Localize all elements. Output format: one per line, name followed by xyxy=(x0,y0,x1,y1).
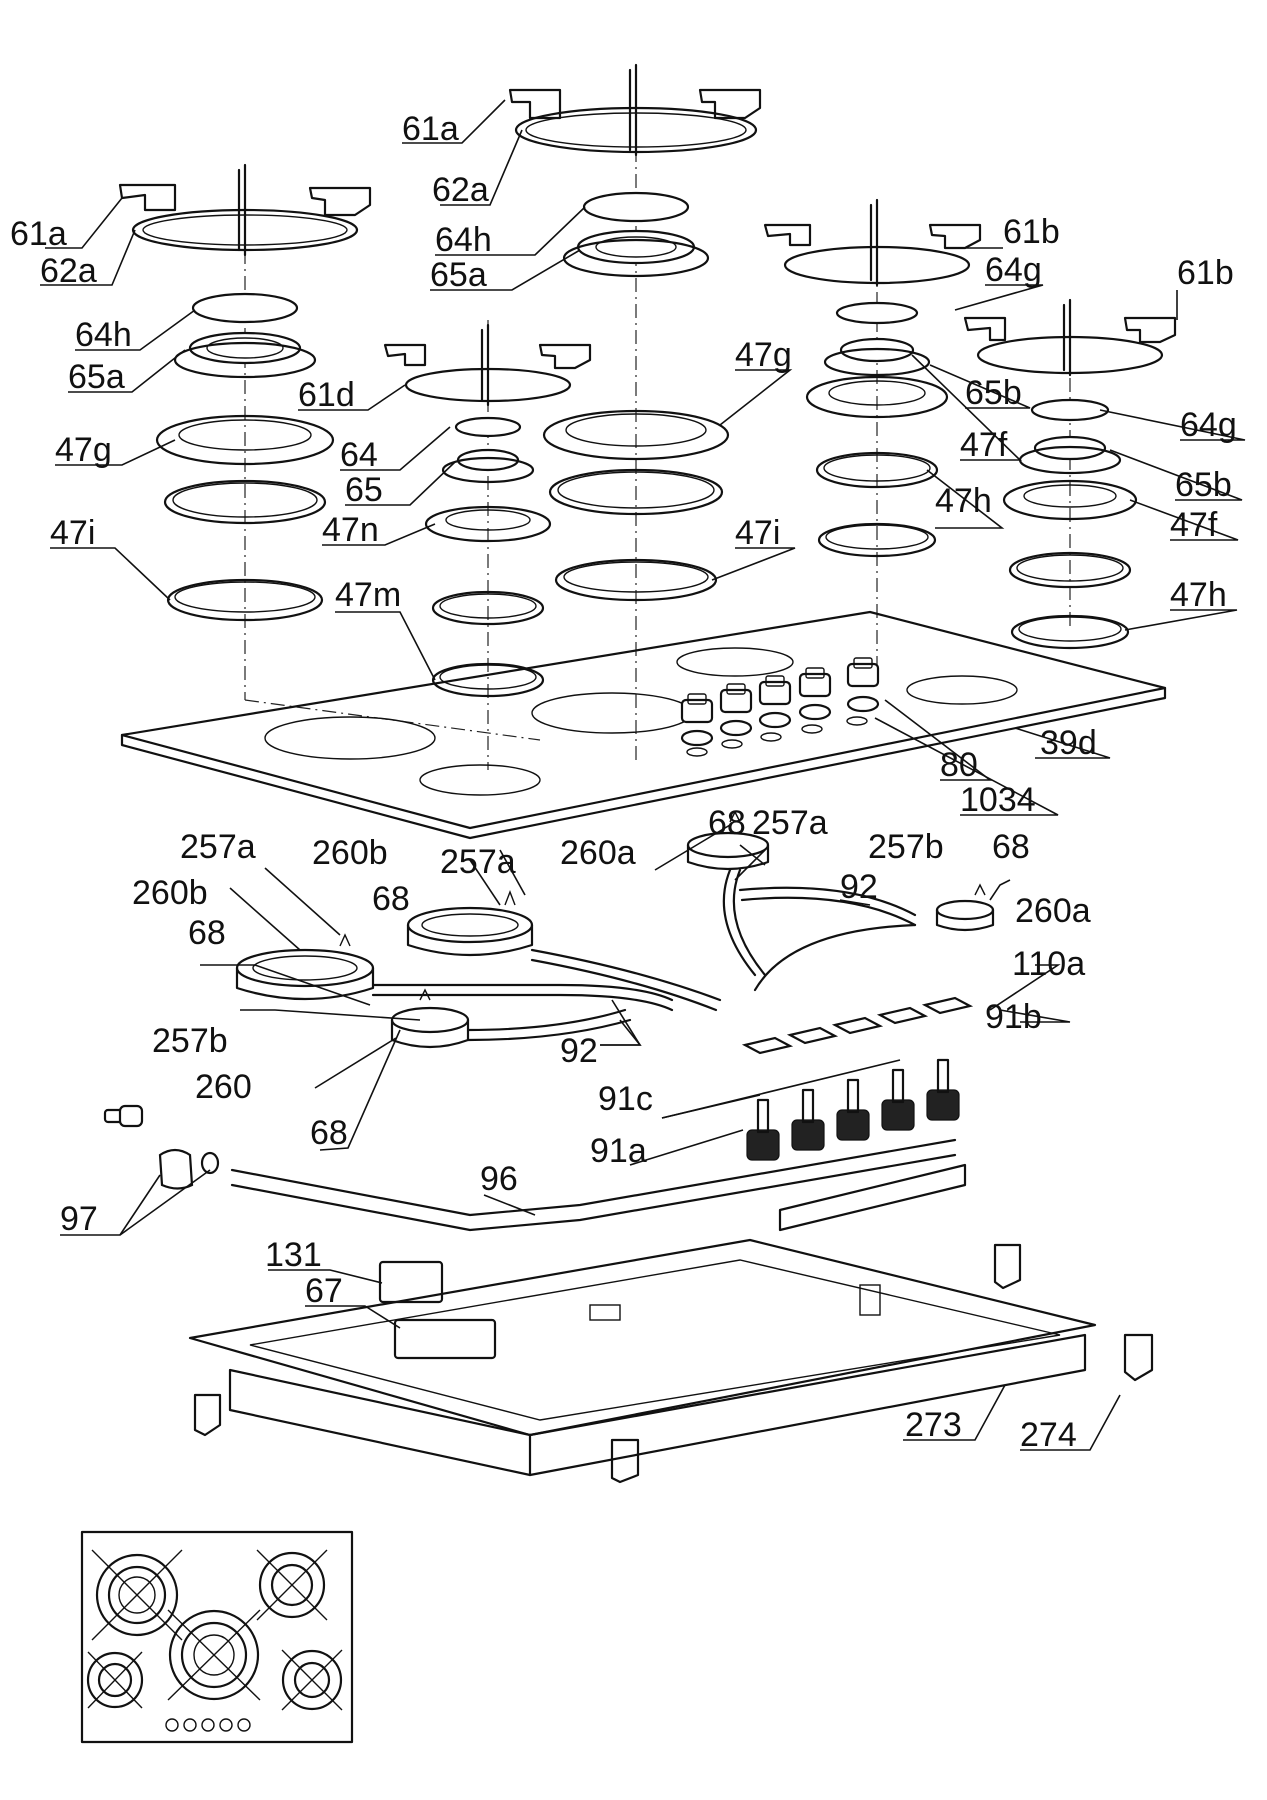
gas-manifold xyxy=(230,1138,967,1232)
burner-icon xyxy=(281,1649,343,1711)
label-67: 67 xyxy=(305,1272,343,1310)
label-39d: 39d xyxy=(1040,724,1097,762)
label-96: 96 xyxy=(480,1160,518,1198)
label-61b-mid: 61b xyxy=(1003,213,1060,251)
knobs xyxy=(680,657,880,747)
label-61b-right: 61b xyxy=(1177,254,1234,292)
pan-support-small-center xyxy=(383,323,592,407)
label-80: 80 xyxy=(940,746,978,784)
label-62a-top: 62a xyxy=(432,171,489,209)
burner-icon xyxy=(256,1549,328,1621)
label-257a-a: 257a xyxy=(180,828,256,866)
burner-caps xyxy=(173,191,1122,484)
gas-valve-icon xyxy=(881,1068,915,1131)
burner-icon xyxy=(235,933,375,1001)
label-47f-mid: 47f xyxy=(960,426,1008,464)
label-68-c: 68 xyxy=(372,880,410,918)
label-68-b: 68 xyxy=(992,828,1030,866)
inlet-fittings xyxy=(103,1104,220,1190)
label-260b-a: 260b xyxy=(312,834,388,872)
label-64g-mid: 64g xyxy=(985,251,1042,289)
label-65a-left: 65a xyxy=(68,358,125,396)
pan-support-top-center xyxy=(508,63,762,157)
label-260a-a: 260a xyxy=(560,834,636,872)
label-91c: 91c xyxy=(598,1080,653,1118)
label-47m: 47m xyxy=(335,576,401,614)
label-47f-right: 47f xyxy=(1170,506,1218,544)
label-65b-right: 65b xyxy=(1175,466,1232,504)
knob-icon xyxy=(798,667,832,721)
pan-support-left xyxy=(118,163,372,257)
label-1034: 1034 xyxy=(960,781,1036,819)
base-tray xyxy=(188,1238,1097,1477)
gas-valve-icon xyxy=(926,1058,960,1121)
label-257b-b: 257b xyxy=(152,1022,228,1060)
leader-lines xyxy=(40,99,1246,1451)
label-68-a: 68 xyxy=(708,804,746,842)
gas-valve-icon xyxy=(746,1098,780,1161)
label-61d: 61d xyxy=(298,376,355,414)
fixing-brackets xyxy=(193,1243,1154,1484)
burner-icon xyxy=(86,1651,144,1709)
center-axes xyxy=(244,70,1071,770)
label-257a-c: 257a xyxy=(752,804,828,842)
label-62a-left: 62a xyxy=(40,252,97,290)
label-91a: 91a xyxy=(590,1132,647,1170)
label-92-a: 92 xyxy=(840,868,878,906)
label-61a-top: 61a xyxy=(402,110,459,148)
label-273: 273 xyxy=(905,1406,962,1444)
label-47h-mid: 47h xyxy=(935,482,992,520)
label-257a-b: 257a xyxy=(440,843,516,881)
knob-holes xyxy=(686,716,868,757)
burner-icon xyxy=(167,1609,261,1701)
knob-icon xyxy=(758,675,792,729)
label-274: 274 xyxy=(1020,1416,1077,1454)
label-260b-b: 260b xyxy=(132,874,208,912)
label-110a: 110a xyxy=(1012,945,1085,983)
label-68-d: 68 xyxy=(188,914,226,952)
valve-covers xyxy=(741,996,974,1055)
trim-rings xyxy=(155,375,1138,698)
burner-icon xyxy=(935,883,995,932)
label-68-e: 68 xyxy=(310,1114,348,1152)
pan-support-right xyxy=(963,298,1177,377)
label-257b-a: 257b xyxy=(868,828,944,866)
label-92-b: 92 xyxy=(560,1032,598,1070)
label-47i-center: 47i xyxy=(735,514,780,552)
label-260: 260 xyxy=(195,1068,252,1106)
label-131: 131 xyxy=(265,1236,322,1274)
label-65: 65 xyxy=(345,471,383,509)
hob-layout-thumbnail xyxy=(80,1530,354,1744)
label-65a-top: 65a xyxy=(430,256,487,294)
label-64h-top: 64h xyxy=(435,221,492,259)
gas-valves xyxy=(746,1058,960,1161)
knob-icon xyxy=(165,1718,251,1732)
part-labels: 61a 62a 61a 62a 64h 65a 61b 64g 61b 64h … xyxy=(10,110,1237,1454)
label-64g-right: 64g xyxy=(1180,406,1237,444)
knob-icon xyxy=(680,693,714,747)
label-91b: 91b xyxy=(985,998,1042,1036)
label-64: 64 xyxy=(340,436,378,474)
label-47h-right: 47h xyxy=(1170,576,1227,614)
electrical-components xyxy=(378,1260,497,1360)
gas-valve-icon xyxy=(836,1078,870,1141)
label-47i-left: 47i xyxy=(50,514,95,552)
label-64h-left: 64h xyxy=(75,316,132,354)
pan-support-right-mid xyxy=(763,198,982,287)
gas-tubes xyxy=(371,868,917,1042)
label-47n: 47n xyxy=(322,511,379,549)
knob-icon xyxy=(719,683,753,737)
burner-icon xyxy=(406,890,534,957)
knob-icon xyxy=(846,657,880,713)
label-47g-center: 47g xyxy=(735,336,792,374)
burner-icon xyxy=(91,1549,183,1641)
label-61a-left: 61a xyxy=(10,215,67,253)
label-65b-mid: 65b xyxy=(965,374,1022,412)
label-47g-left: 47g xyxy=(55,431,112,469)
gas-valve-icon xyxy=(791,1088,825,1151)
label-97: 97 xyxy=(60,1200,98,1238)
label-260a-b: 260a xyxy=(1015,892,1091,930)
glass-top-plate xyxy=(120,610,1167,840)
